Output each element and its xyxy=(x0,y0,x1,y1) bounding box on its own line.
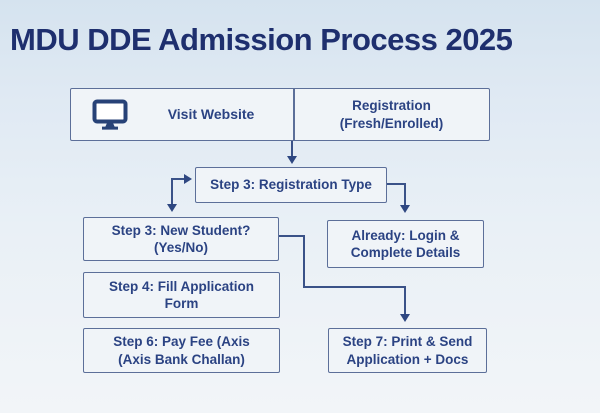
connector-right-elbow-horizontal xyxy=(387,183,406,185)
registration-label-line1: Registration xyxy=(352,98,431,114)
arrow-down-icon xyxy=(400,314,410,322)
visit-website-label: Visit Website xyxy=(167,105,255,122)
connector-start-to-registration-type xyxy=(291,141,293,157)
connector-to-step7-horizontal xyxy=(303,286,406,288)
print-send-label-line1: Step 7: Print & Send xyxy=(342,334,473,350)
already-login-label-line2: Complete Details xyxy=(350,245,461,260)
connector-to-step7-vertical xyxy=(404,286,406,315)
flow-node-visit-website: Visit Website Registration (Fresh/Enroll… xyxy=(70,88,490,141)
connector-left-elbow-horizontal xyxy=(171,178,184,180)
arrow-right-icon xyxy=(184,174,192,184)
already-login-label-line1: Already: Login & xyxy=(351,227,460,243)
new-student-label-line1: Step 3: New Student? xyxy=(111,222,251,238)
arrow-down-icon xyxy=(287,156,297,164)
flow-node-pay-fee: Step 6: Pay Fee (Axis (Axis Bank Challan… xyxy=(83,328,280,373)
fill-application-label-line2: Form xyxy=(164,296,199,311)
flow-node-registration-type: Step 3: Registration Type xyxy=(195,167,387,203)
pay-fee-label-line1: Step 6: Pay Fee (Axis xyxy=(113,334,250,350)
flow-node-new-student: Step 3: New Student? (Yes/No) xyxy=(83,217,279,261)
fill-application-label-line1: Step 4: Fill Application xyxy=(108,278,254,294)
flow-node-fill-application: Step 4: Fill Application Form xyxy=(83,272,280,318)
connector-newstudent-down-vertical xyxy=(303,235,305,288)
pay-fee-label-line2: (Axis Bank Challan) xyxy=(118,351,245,367)
print-send-label-line2: Application + Docs xyxy=(346,351,469,367)
registration-cell: Registration (Fresh/Enrolled) xyxy=(294,97,489,132)
arrow-down-icon xyxy=(400,205,410,213)
arrow-down-icon xyxy=(167,204,177,212)
new-student-label-line2: (Yes/No) xyxy=(153,240,208,255)
flow-node-print-send: Step 7: Print & Send Application + Docs xyxy=(328,328,487,373)
page-title: MDU DDE Admission Process 2025 xyxy=(10,22,513,57)
connector-left-elbow-vertical xyxy=(171,179,173,205)
visit-website-cell: Visit Website xyxy=(71,89,294,140)
start-box-divider xyxy=(293,89,295,140)
connector-newstudent-out-horizontal xyxy=(279,235,305,237)
registration-type-label: Step 3: Registration Type xyxy=(210,177,372,193)
flow-node-already-login: Already: Login & Complete Details xyxy=(327,220,484,268)
connector-right-elbow-vertical xyxy=(404,183,406,206)
monitor-icon xyxy=(92,99,128,131)
registration-label-line2: (Fresh/Enrolled) xyxy=(339,115,444,131)
